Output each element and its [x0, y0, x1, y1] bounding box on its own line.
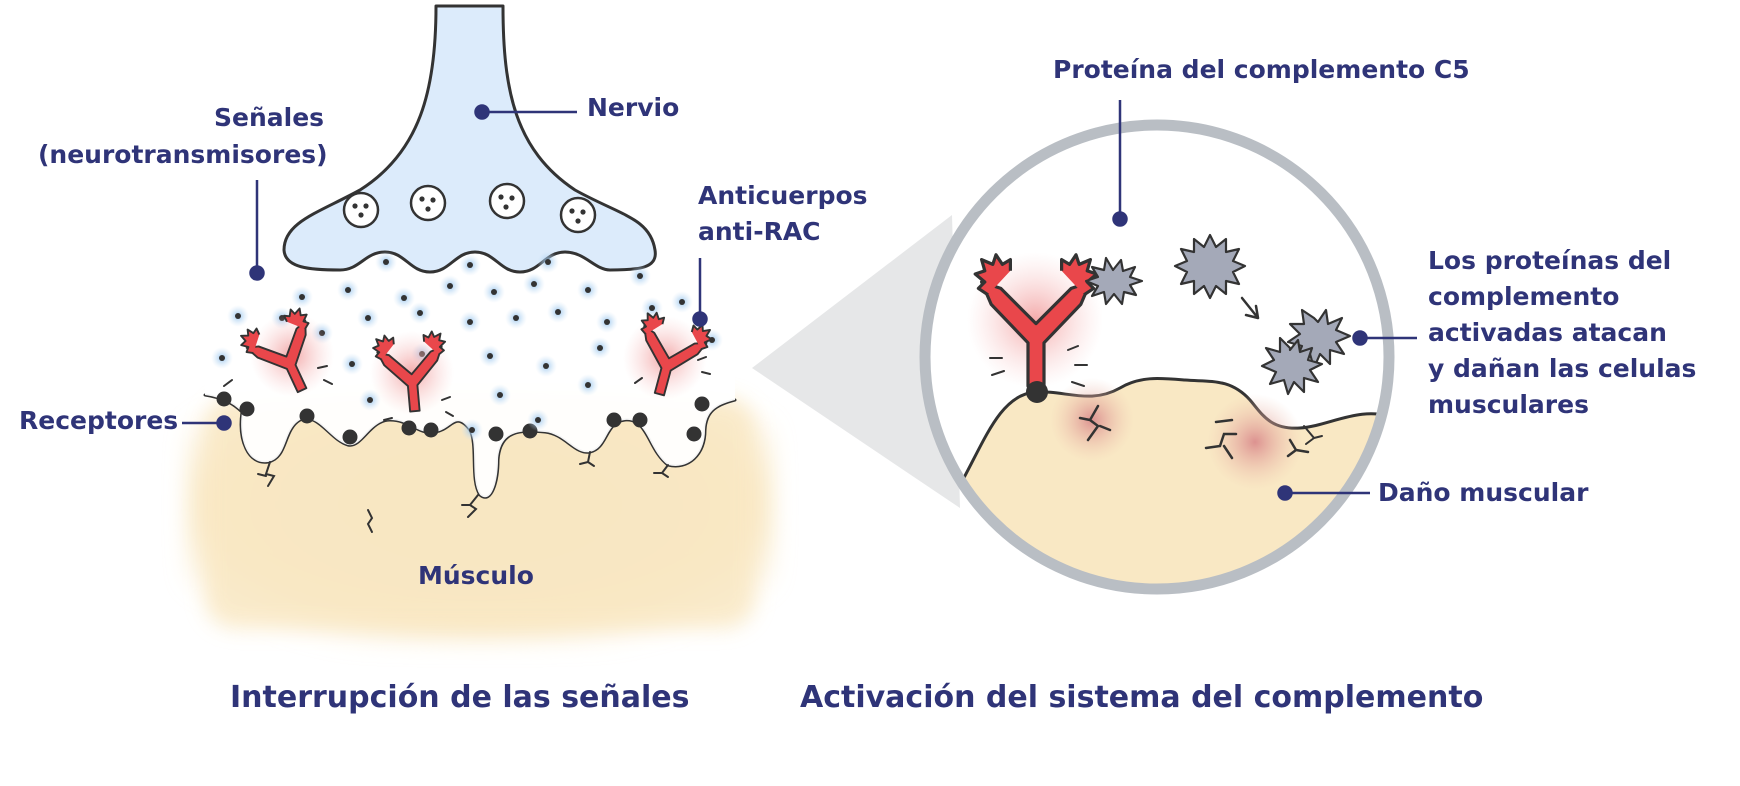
label-proteinas-line1: Los proteínas del — [1428, 246, 1672, 275]
label-nervio: Nervio — [587, 93, 680, 122]
label-proteina-c5: Proteína del complemento C5 — [1053, 55, 1470, 84]
caption-right: Activación del sistema del complemento — [800, 680, 1484, 715]
label-anticuerpos-line1: Anticuerpos — [698, 181, 868, 210]
complement-proteins — [1084, 233, 1352, 396]
right-panel-zoom — [919, 100, 1417, 595]
muscle-tissue-core — [205, 398, 755, 628]
left-panel-synapse — [182, 4, 775, 645]
label-receptores: Receptores — [19, 406, 179, 435]
synaptic-cleft — [205, 250, 735, 498]
label-musculo: Músculo — [418, 561, 534, 590]
antibodies-left — [235, 303, 716, 416]
zoom-cone — [752, 215, 960, 508]
muscle-fibers — [257, 451, 669, 533]
label-senales-line2: (neurotransmisores) — [38, 140, 328, 169]
caption-left: Interrupción de las señales — [230, 680, 690, 715]
label-proteinas-line3: activadas atacan — [1428, 318, 1667, 347]
receptor-zoomed — [1026, 381, 1048, 403]
nerve-terminal — [282, 4, 657, 274]
label-proteinas-line4: y dañan las celulas — [1428, 354, 1697, 383]
zoom-ring — [919, 119, 1395, 595]
label-anticuerpos-line2: anti-RAC — [698, 217, 821, 246]
label-dano-muscular: Daño muscular — [1378, 478, 1589, 507]
leader-lines-left — [182, 104, 708, 431]
label-proteinas-line2: complemento — [1428, 282, 1620, 311]
label-senales-line1: Señales — [214, 103, 325, 132]
motion-ticks — [223, 356, 711, 421]
vesicles — [342, 182, 597, 234]
attack-arrow — [1240, 296, 1260, 320]
leader-lines-right — [1112, 100, 1417, 501]
label-proteinas-line5: musculares — [1428, 390, 1589, 419]
label-proteinas-activadas: Los proteínas del complemento activadas … — [1428, 243, 1728, 423]
damage-cracks — [1078, 404, 1310, 460]
receptor-dots — [216, 391, 710, 445]
